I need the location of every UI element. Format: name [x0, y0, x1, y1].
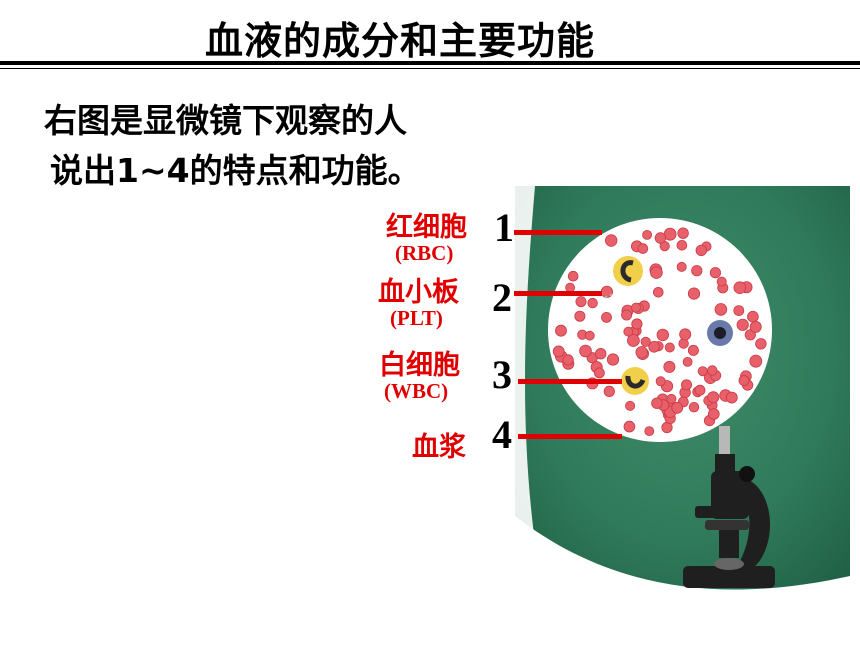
pointer-line-4 [518, 434, 622, 439]
red-blood-cell [725, 391, 738, 404]
red-blood-cell [687, 344, 699, 356]
red-blood-cell [694, 384, 706, 396]
intro-text: 右图是显微镜下观察的人 说出1~4的特点和功能。 [44, 96, 421, 196]
red-blood-cell [656, 328, 670, 342]
red-blood-cell [663, 360, 676, 373]
red-blood-cell [714, 303, 728, 316]
red-blood-cell [697, 366, 708, 377]
red-blood-cell [587, 297, 598, 309]
microscope-illustration [515, 186, 850, 606]
red-blood-cell [747, 310, 759, 323]
red-blood-cell [653, 287, 664, 298]
red-blood-cell [574, 310, 586, 322]
pointer-line-2 [514, 291, 602, 296]
red-blood-cell [594, 347, 607, 360]
microscope-body [683, 426, 775, 588]
red-blood-cell [677, 227, 689, 239]
red-blood-cell [664, 342, 675, 353]
red-blood-cell [671, 401, 684, 414]
red-blood-cell [680, 379, 692, 391]
red-blood-cell [601, 311, 612, 323]
red-blood-cell [603, 385, 615, 397]
red-blood-cell [606, 353, 620, 366]
red-blood-cell [738, 375, 750, 386]
label-number-1: 1 [494, 205, 514, 250]
label-plasma: 血浆 [412, 432, 466, 463]
red-blood-cell [655, 376, 666, 387]
red-blood-cell [651, 397, 663, 409]
red-blood-cell [733, 281, 747, 294]
red-blood-cells [552, 227, 767, 437]
red-blood-cell [687, 287, 701, 300]
red-blood-cell [688, 401, 700, 413]
red-blood-cell [666, 393, 677, 404]
red-blood-cell [676, 239, 688, 251]
red-blood-cell [650, 266, 663, 279]
white-blood-cell-2 [621, 367, 649, 395]
red-blood-cell [621, 309, 633, 321]
white-blood-cell-1 [613, 256, 643, 286]
label-number-2: 2 [492, 275, 512, 320]
intro-line-1: 右图是显微镜下观察的人 [44, 101, 407, 140]
red-blood-cell [707, 391, 720, 404]
pointer-line-1 [514, 230, 602, 235]
red-blood-cell [676, 261, 687, 272]
red-blood-cell [695, 244, 708, 257]
red-blood-cell [623, 420, 636, 433]
red-blood-cell [640, 336, 651, 347]
red-blood-cell [642, 230, 653, 240]
red-blood-cell [682, 356, 693, 367]
label-number-3: 3 [492, 352, 512, 397]
title-rule-thin [0, 68, 860, 69]
red-blood-cell [552, 345, 565, 358]
red-blood-cell [707, 365, 718, 376]
pointer-line-3 [518, 379, 622, 384]
red-blood-cell [736, 318, 749, 331]
red-blood-cell [691, 265, 703, 277]
background-fade-bottom [515, 516, 850, 606]
red-blood-cell [631, 302, 642, 313]
red-blood-cell [635, 346, 648, 359]
label-number-4: 4 [492, 412, 512, 457]
label-white-blood-cell: 白细胞 [379, 350, 460, 381]
red-blood-cell [625, 400, 636, 411]
red-blood-cell [749, 354, 763, 368]
red-blood-cell [567, 270, 579, 282]
red-blood-cell [604, 234, 618, 247]
red-blood-cell [562, 354, 574, 366]
red-blood-cell [631, 318, 643, 330]
label-plt-abbr: (PLT) [390, 306, 443, 330]
red-blood-cell [716, 276, 727, 287]
red-blood-cell [733, 305, 745, 316]
title-rule-thick [0, 61, 860, 65]
red-blood-cell [575, 296, 587, 308]
label-wbc-abbr: (WBC) [384, 379, 449, 403]
red-blood-cell [594, 367, 605, 379]
label-red-blood-cell: 红细胞 [386, 212, 467, 243]
label-platelet: 血小板 [378, 277, 459, 308]
red-blood-cell [644, 426, 655, 437]
red-blood-cell [654, 232, 667, 244]
intro-line-2: 说出1~4的特点和功能。 [50, 151, 421, 190]
white-blood-cell-3 [707, 320, 733, 346]
red-blood-cell [637, 243, 649, 254]
red-blood-cell [555, 324, 567, 337]
page-title: 血液的成分和主要功能 [204, 19, 595, 63]
red-blood-cell [709, 267, 721, 279]
red-blood-cell [749, 320, 762, 333]
red-blood-cell [627, 334, 640, 347]
red-blood-cell [579, 344, 592, 358]
red-blood-cell [584, 330, 595, 341]
red-blood-cell [623, 326, 634, 337]
red-blood-cell [755, 338, 767, 350]
red-blood-cell [708, 408, 720, 420]
red-blood-cell [648, 341, 660, 353]
red-blood-cell [679, 328, 692, 341]
label-rbc-abbr: (RBC) [395, 241, 454, 265]
